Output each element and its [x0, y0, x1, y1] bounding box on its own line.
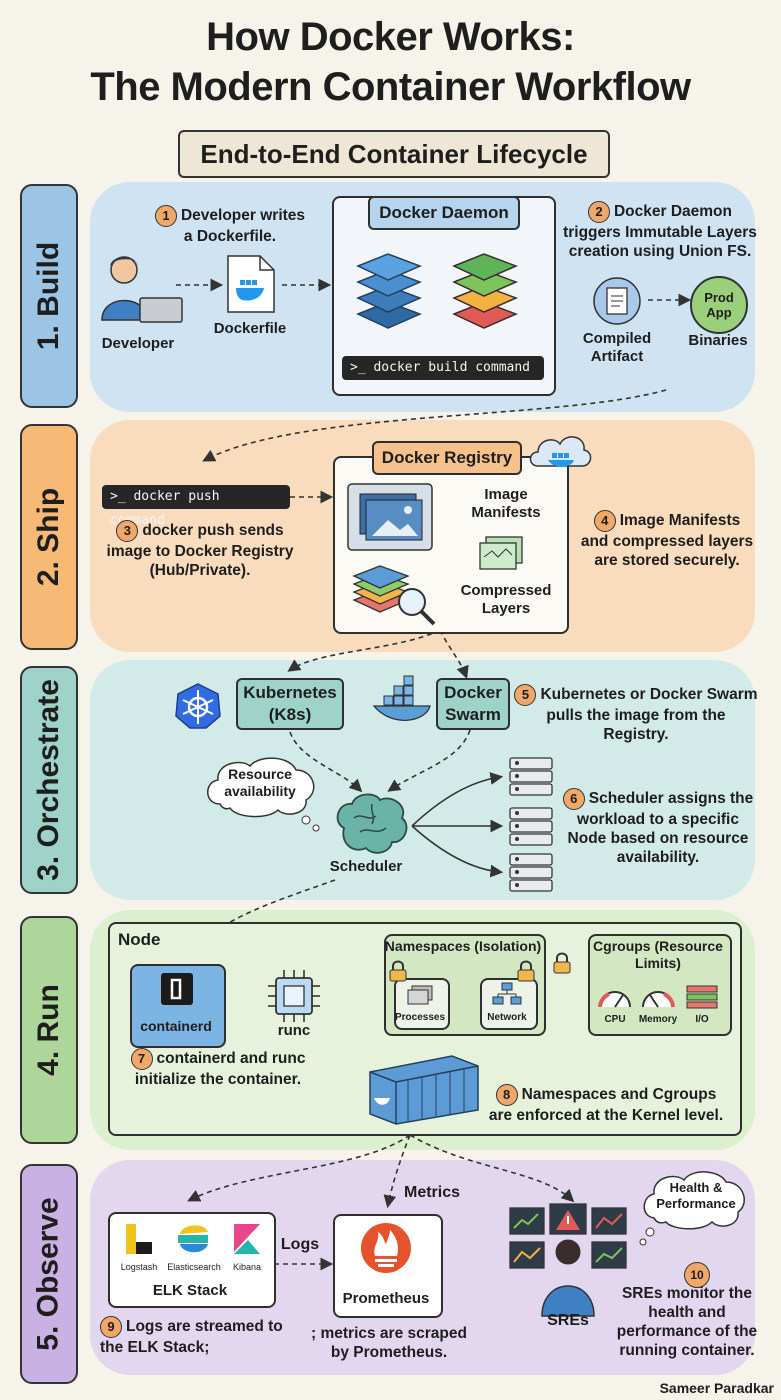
prometheus-icon — [361, 1223, 411, 1273]
lock-icon — [389, 960, 407, 982]
logstash-icon — [126, 1224, 152, 1254]
prometheus-label: Prometheus — [342, 1290, 430, 1307]
sre-monitoring-station-icon — [509, 1203, 627, 1317]
kibana-icon — [234, 1224, 260, 1254]
dockerfile-label: Dockerfile — [213, 320, 287, 337]
brain-scheduler-icon — [336, 793, 408, 854]
stage-orchestrate-label: 3. Orchestrate — [20, 666, 78, 894]
memory-gauge-icon — [642, 991, 675, 1008]
page-title: How Docker Works: — [206, 15, 575, 59]
step9b-note: ; metrics are scraped by Prometheus. — [311, 1325, 467, 1361]
docker-build-command: >_ docker build command — [342, 356, 544, 380]
page-subtitle: End-to-End Container Lifecycle — [178, 130, 610, 178]
kibana-label: Kibana — [232, 1262, 262, 1272]
author-credit: Sameer Paradkar — [659, 1380, 774, 1396]
image-stack-icon — [347, 483, 433, 551]
runc-label: runc — [277, 1022, 311, 1039]
health-thought-cloud-icon — [639, 1171, 745, 1246]
step10-num: 10 — [684, 1262, 710, 1288]
compressed-layers-label: Compressed Layers — [460, 582, 552, 617]
io-meter-icon — [686, 985, 718, 1009]
docker-swarm-icon — [372, 675, 431, 721]
docker-registry-header: Docker Registry — [372, 441, 522, 475]
metrics-label: Metrics — [403, 1184, 461, 1201]
containerd-label: containerd — [140, 1018, 212, 1034]
compressed-layers-search-icon — [352, 565, 436, 626]
stage-ship-label: 2. Ship — [20, 424, 78, 650]
image-layers-blue-icon — [356, 253, 422, 329]
page-title-line2: The Modern Container Workflow — [90, 65, 691, 109]
cpu-label: CPU — [604, 1014, 626, 1025]
stage-observe-label: 5. Observe — [20, 1164, 78, 1384]
developer-icon — [101, 256, 183, 323]
lock-icon-3 — [553, 952, 571, 974]
binaries-label: Binaries — [688, 332, 748, 349]
developer-label: Developer — [101, 335, 175, 352]
runc-chip-icon — [268, 970, 320, 1022]
docker-daemon-header: Docker Daemon — [368, 196, 520, 230]
docker-swarm-box: Docker Swarm — [436, 678, 510, 730]
manifest-docs-icon — [479, 536, 523, 570]
memory-label: Memory — [638, 1014, 678, 1025]
processes-icon — [407, 985, 433, 1005]
health-performance-label: Health & Performance — [656, 1180, 736, 1211]
kubernetes-box: Kubernetes (K8s) — [236, 678, 344, 730]
network-icon — [492, 982, 522, 1005]
server-node-3-icon — [509, 853, 553, 892]
thought-cloud-icon — [207, 757, 320, 832]
network-label: Network — [487, 1012, 527, 1023]
cgroups-box — [588, 934, 732, 1036]
io-label: I/O — [695, 1014, 709, 1025]
containerd-box — [130, 964, 226, 1048]
logs-label: Logs — [280, 1236, 320, 1253]
server-node-1-icon — [509, 757, 553, 796]
stage-run-label: 4. Run — [20, 916, 78, 1144]
elk-stack-label: ELK Stack — [152, 1282, 228, 1299]
docker-push-command: >_ docker push command — [102, 485, 290, 528]
step10-note: SREs monitor the health and performance … — [616, 1285, 758, 1359]
dockerfile-icon — [227, 255, 275, 313]
resource-availability-label: Resource availability — [224, 766, 296, 799]
image-manifests-label: Image Manifests — [471, 486, 541, 521]
container-icon — [369, 1055, 479, 1125]
elasticsearch-icon — [178, 1225, 208, 1253]
server-node-2-icon — [509, 807, 553, 846]
cloud-whale-icon — [529, 436, 592, 467]
lock-icon-2 — [517, 960, 535, 982]
node-label: Node — [118, 930, 161, 949]
cgroups-label: Cgroups (Resource Limits) — [593, 938, 723, 971]
kubernetes-icon — [175, 683, 221, 729]
namespaces-label: Namespaces (Isolation) — [384, 938, 542, 954]
stage-build-label: 1. Build — [20, 184, 78, 408]
compiled-artifact-icon — [593, 277, 641, 325]
compiled-artifact-label: Compiled Artifact — [582, 330, 652, 365]
prod-app-badge: Prod App — [690, 276, 748, 334]
elasticsearch-label: Elasticsearch — [167, 1262, 221, 1272]
image-layers-color-icon — [452, 253, 518, 329]
logstash-label: Logstash — [120, 1262, 158, 1272]
scheduler-label: Scheduler — [329, 858, 403, 875]
sres-label: SREs — [547, 1312, 589, 1329]
processes-label: Processes — [394, 1012, 446, 1023]
containerd-icon — [161, 973, 193, 1005]
cpu-gauge-icon — [598, 991, 631, 1008]
prometheus-box — [333, 1214, 443, 1318]
